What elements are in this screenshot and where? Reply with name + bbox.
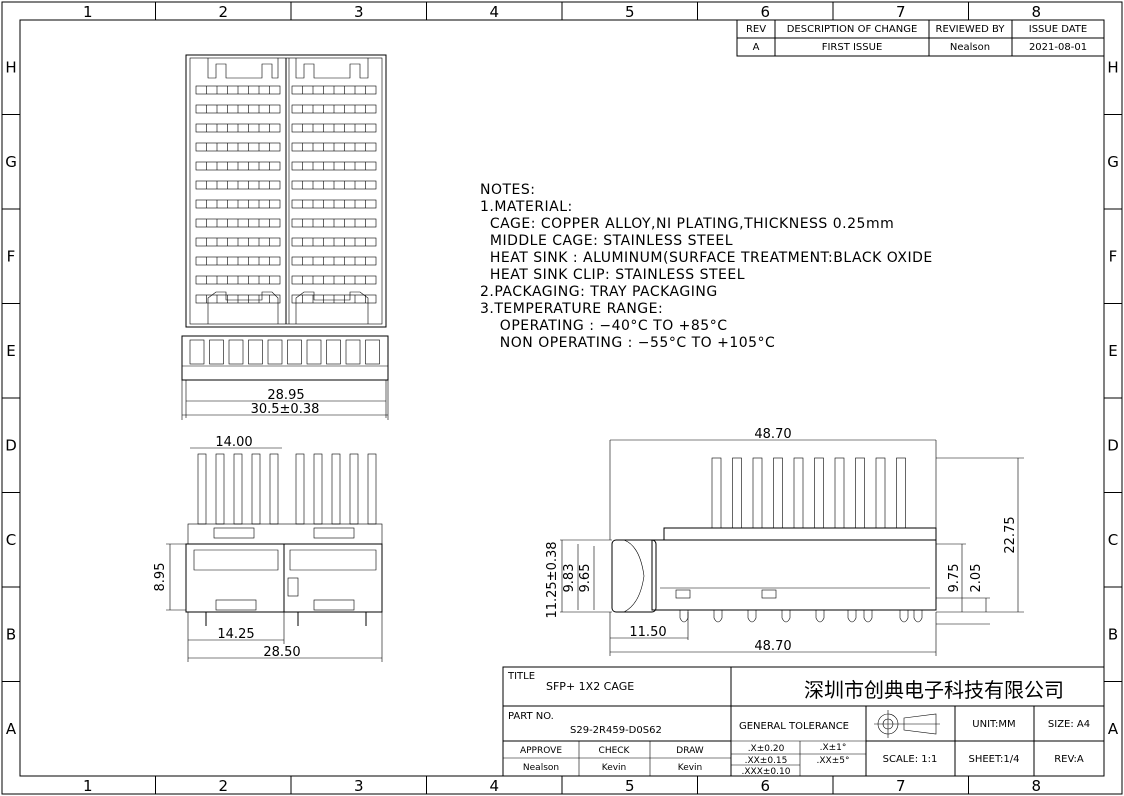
row-label: D	[5, 436, 17, 454]
projection-symbol	[874, 710, 940, 738]
top-view: 28.95 30.5±0.38	[181, 54, 389, 420]
dim-front-total: 28.50	[263, 645, 300, 660]
row-label: E	[6, 342, 15, 360]
row-label: D	[1107, 436, 1119, 454]
sheet: SHEET:1/4	[969, 754, 1020, 765]
row-label: F	[1109, 247, 1118, 265]
issue-date-header: ISSUE DATE	[1029, 24, 1087, 35]
column-label: 2	[218, 777, 228, 795]
scale: SCALE: 1:1	[883, 754, 938, 765]
row-label: G	[1107, 153, 1119, 171]
dim-top-inner-width: 28.95	[267, 388, 304, 403]
notes-line: HEAT SINK CLIP: STAINLESS STEEL	[480, 267, 745, 283]
column-label: 5	[625, 3, 635, 21]
column-labels: 1 1 2 2 3 3 4 4 5 5 6 6 7 7 8 8	[83, 3, 1041, 795]
dim-front-half-width: 14.00	[215, 435, 252, 450]
description-value: FIRST ISSUE	[822, 42, 883, 53]
row-label: G	[5, 153, 17, 171]
row-label: F	[7, 247, 16, 265]
dim-front-height: 8.95	[153, 563, 168, 592]
row-label: B	[6, 625, 16, 643]
notes-line: 3.TEMPERATURE RANGE:	[480, 301, 663, 317]
dim-front-pitch: 14.25	[217, 627, 254, 642]
title-label: TITLE	[507, 671, 535, 682]
rev-value: A	[753, 42, 760, 53]
revision: REV:A	[1054, 754, 1084, 765]
side-view: 48.70 48.70 11.50 22.75 11.25±0.38 9.83 …	[545, 427, 1024, 656]
issue-date-value: 2021-08-01	[1029, 42, 1087, 53]
reviewed-by-header: REVIEWED BY	[936, 24, 1006, 35]
notes-line: NOTES:	[480, 182, 536, 198]
column-label: 4	[489, 3, 499, 21]
description-header: DESCRIPTION OF CHANGE	[787, 24, 918, 35]
revision-table: REV DESCRIPTION OF CHANGE REVIEWED BY IS…	[736, 19, 1105, 57]
column-label: 5	[625, 777, 635, 795]
notes-line: HEAT SINK : ALUMINUM(SURFACE TREATMENT:B…	[480, 250, 933, 266]
approve-label: APPROVE	[520, 746, 562, 756]
draw-label: DRAW	[676, 746, 703, 756]
notes-line: OPERATING : −40°C TO +85°C	[480, 318, 728, 334]
notes-line: 1.MATERIAL:	[480, 199, 573, 215]
column-label: 8	[1031, 777, 1041, 795]
column-label: 1	[83, 777, 93, 795]
part-no-label: PART NO.	[508, 711, 554, 722]
drafter-name: Kevin	[678, 763, 703, 773]
column-label: 1	[83, 3, 93, 21]
angle-tolerance-xx: .XX±5°	[817, 756, 850, 766]
notes-line: NON OPERATING : −55°C TO +105°C	[480, 335, 775, 351]
dim-side-bottom-length: 48.70	[754, 639, 791, 654]
column-label: 8	[1031, 3, 1041, 21]
notes-line: CAGE: COPPER ALLOY,NI PLATING,THICKNESS …	[480, 216, 894, 232]
tolerance-x: .X±0.20	[748, 744, 785, 754]
row-label: C	[1108, 531, 1118, 549]
rev-header: REV	[746, 24, 766, 35]
drawing-title: SFP+ 1X2 CAGE	[546, 680, 634, 693]
row-label: E	[1108, 342, 1117, 360]
part-no: S29-2R459-D0S62	[570, 725, 662, 736]
company-name: 深圳市创典电子科技有限公司	[804, 678, 1064, 702]
column-label: 7	[896, 3, 906, 21]
dim-side-9-75: 9.75	[947, 564, 962, 593]
column-label: 3	[354, 3, 364, 21]
title-block: TITLE SFP+ 1X2 CAGE 深圳市创典电子科技有限公司 PART N…	[502, 666, 1105, 777]
notes-block: NOTES: 1.MATERIAL: CAGE: COPPER ALLOY,NI…	[480, 182, 933, 351]
reviewed-by-value: Nealson	[950, 42, 990, 53]
unit: UNIT:MM	[972, 719, 1015, 730]
tolerance-xx: .XX±0.15	[745, 756, 788, 766]
dim-side-9-83: 9.83	[562, 564, 577, 593]
paper-size: SIZE: A4	[1048, 719, 1090, 730]
dim-side-total-height: 22.75	[1003, 516, 1018, 553]
column-label: 4	[489, 777, 499, 795]
checker-name: Kevin	[602, 763, 627, 773]
column-label: 6	[760, 3, 770, 21]
notes-line: 2.PACKAGING: TRAY PACKAGING	[480, 284, 718, 300]
dim-side-9-65: 9.65	[578, 564, 593, 593]
check-label: CHECK	[599, 746, 631, 756]
approver-name: Nealson	[523, 763, 559, 773]
dim-side-cage-height: 11.25±0.38	[545, 541, 560, 618]
dim-side-2-05: 2.05	[969, 564, 984, 593]
notes-line: MIDDLE CAGE: STAINLESS STEEL	[480, 233, 733, 249]
dim-side-offset: 11.50	[629, 625, 666, 640]
dim-side-top-length: 48.70	[754, 427, 791, 442]
column-label: 2	[218, 3, 228, 21]
dim-top-outer-width: 30.5±0.38	[251, 402, 320, 417]
row-label: A	[1108, 720, 1119, 738]
row-label: H	[1107, 58, 1118, 76]
row-label: H	[5, 58, 16, 76]
row-label: A	[6, 720, 17, 738]
row-label: C	[6, 531, 16, 549]
general-tolerance: GENERAL TOLERANCE	[739, 721, 849, 732]
column-label: 7	[896, 777, 906, 795]
column-label: 3	[354, 777, 364, 795]
angle-tolerance-x: .X±1°	[820, 743, 847, 753]
row-label: B	[1108, 625, 1118, 643]
column-label: 6	[760, 777, 770, 795]
row-labels: H H G G F F E E D D C C B B A A	[5, 58, 1119, 738]
front-view: 14.00 8.95 14.25 28.50	[153, 435, 383, 662]
tolerance-xxx: .XXX±0.10	[742, 767, 791, 777]
